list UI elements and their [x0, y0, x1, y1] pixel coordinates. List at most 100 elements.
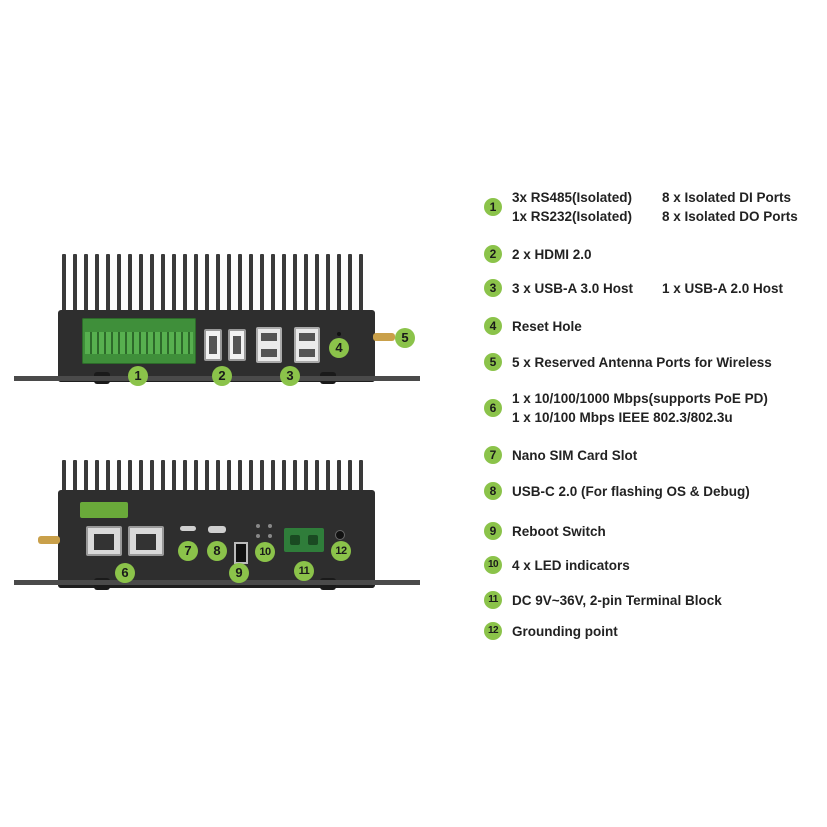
- legend-text: 1 x 10/100/1000 Mbps(supports PoE PD): [512, 391, 768, 406]
- legend-number: 10: [484, 556, 502, 574]
- legend-text: 1 x USB-A 2.0 Host: [662, 281, 784, 296]
- legend-number: 8: [484, 482, 502, 500]
- heatsink-fin: [260, 254, 264, 314]
- heatsink-fin: [315, 254, 319, 314]
- heatsink-fin: [249, 254, 253, 314]
- heatsink-fin: [106, 254, 110, 314]
- legend-item: 11 DC 9V~36V, 2-pin Terminal Block: [484, 591, 722, 610]
- usb-port: [294, 327, 320, 363]
- callout-badge: 4: [329, 338, 349, 358]
- heatsink-fin: [73, 254, 77, 314]
- legend-number: 7: [484, 446, 502, 464]
- callout-badge: 8: [207, 541, 227, 561]
- ground-screw: [335, 530, 345, 540]
- ethernet-port: [86, 526, 122, 556]
- legend-text: DC 9V~36V, 2-pin Terminal Block: [512, 593, 722, 608]
- legend-number: 12: [484, 622, 502, 640]
- callout-badge: 10: [255, 542, 275, 562]
- heatsink-fin: [227, 254, 231, 314]
- hdmi-port: [228, 329, 246, 361]
- legend-text: 8 x Isolated DO Ports: [662, 209, 798, 224]
- callout-badge: 6: [115, 563, 135, 583]
- legend-item: 5 5 x Reserved Antenna Ports for Wireles…: [484, 353, 772, 372]
- heatsink-fin: [326, 254, 330, 314]
- callout-badge: 2: [212, 366, 232, 386]
- antenna-port: [373, 333, 395, 341]
- legend-item: 4 Reset Hole: [484, 317, 582, 336]
- legend-text: 4 x LED indicators: [512, 558, 630, 573]
- heatsink-fin: [282, 254, 286, 314]
- heatsink-fin: [337, 254, 341, 314]
- brand-label: [80, 502, 128, 518]
- heatsink-fin: [216, 254, 220, 314]
- heatsink-fin: [348, 254, 352, 314]
- heatsink-fin: [205, 254, 209, 314]
- antenna-port: [38, 536, 60, 544]
- legend-number: 1: [484, 198, 502, 216]
- led-indicator: [256, 524, 260, 528]
- legend-number: 5: [484, 353, 502, 371]
- heatsink-fin: [128, 254, 132, 314]
- heatsink-fin: [359, 254, 363, 314]
- legend-item: 6 1 x 10/100/1000 Mbps(supports PoE PD) …: [484, 389, 768, 427]
- usb-port: [256, 327, 282, 363]
- callout-badge: 9: [229, 563, 249, 583]
- callout-badge: 1: [128, 366, 148, 386]
- legend-text: Reboot Switch: [512, 524, 606, 539]
- legend-number: 9: [484, 522, 502, 540]
- callout-badge: 7: [178, 541, 198, 561]
- heatsink-fin: [150, 254, 154, 314]
- heatsink-fin: [95, 254, 99, 314]
- legend-item: 2 2 x HDMI 2.0: [484, 245, 592, 264]
- legend-item: 12 Grounding point: [484, 622, 618, 641]
- reset-hole: [337, 332, 341, 336]
- legend-number: 2: [484, 245, 502, 263]
- legend-item: 1 3x RS485(Isolated) 8 x Isolated DI Port…: [484, 188, 798, 226]
- heatsink-fin: [194, 254, 198, 314]
- led-indicator: [268, 524, 272, 528]
- legend-number: 11: [484, 591, 502, 609]
- callout-badge: 12: [331, 541, 351, 561]
- legend-text: USB-C 2.0 (For flashing OS & Debug): [512, 484, 750, 499]
- device-rear-view: [58, 460, 375, 592]
- mount-bracket: [14, 580, 420, 585]
- power-terminal-block: [284, 528, 324, 552]
- led-indicator: [268, 534, 272, 538]
- callout-badge: 11: [294, 561, 314, 581]
- legend-text: 1 x 10/100 Mbps IEEE 802.3/802.3u: [512, 410, 733, 425]
- heatsink-fins: [58, 254, 375, 314]
- legend-text: 3 x USB-A 3.0 Host: [512, 281, 634, 296]
- legend-text: Grounding point: [512, 624, 618, 639]
- heatsink-fin: [62, 254, 66, 314]
- heatsink-fin: [238, 254, 242, 314]
- heatsink-fin: [161, 254, 165, 314]
- reboot-switch: [234, 542, 248, 564]
- heatsink-fin: [293, 254, 297, 314]
- callout-badge: 3: [280, 366, 300, 386]
- legend-item: 7 Nano SIM Card Slot: [484, 446, 637, 465]
- callout-badge: 5: [395, 328, 415, 348]
- legend-text: Reset Hole: [512, 319, 582, 334]
- legend-text: 5 x Reserved Antenna Ports for Wireless: [512, 355, 772, 370]
- ethernet-port: [128, 526, 164, 556]
- legend-item: 9 Reboot Switch: [484, 522, 606, 541]
- legend-text: 2 x HDMI 2.0: [512, 247, 592, 262]
- heatsink-fin: [183, 254, 187, 314]
- heatsink-fin: [172, 254, 176, 314]
- heatsink-fin: [117, 254, 121, 314]
- hdmi-port: [204, 329, 222, 361]
- io-terminal-block: [82, 318, 196, 364]
- legend-number: 3: [484, 279, 502, 297]
- legend-text: 8 x Isolated DI Ports: [662, 190, 792, 205]
- heatsink-fin: [84, 254, 88, 314]
- legend-item: 3 3 x USB-A 3.0 Host 1 x USB-A 2.0 Host: [484, 279, 783, 298]
- nano-sim-slot: [180, 526, 196, 531]
- heatsink-fin: [271, 254, 275, 314]
- legend-item: 8 USB-C 2.0 (For flashing OS & Debug): [484, 482, 750, 501]
- usb-c-port: [208, 526, 226, 533]
- heatsink-fin: [304, 254, 308, 314]
- led-indicator: [256, 534, 260, 538]
- legend-number: 4: [484, 317, 502, 335]
- legend-text: 1x RS232(Isolated): [512, 209, 633, 224]
- legend-text: 3x RS485(Isolated): [512, 190, 633, 205]
